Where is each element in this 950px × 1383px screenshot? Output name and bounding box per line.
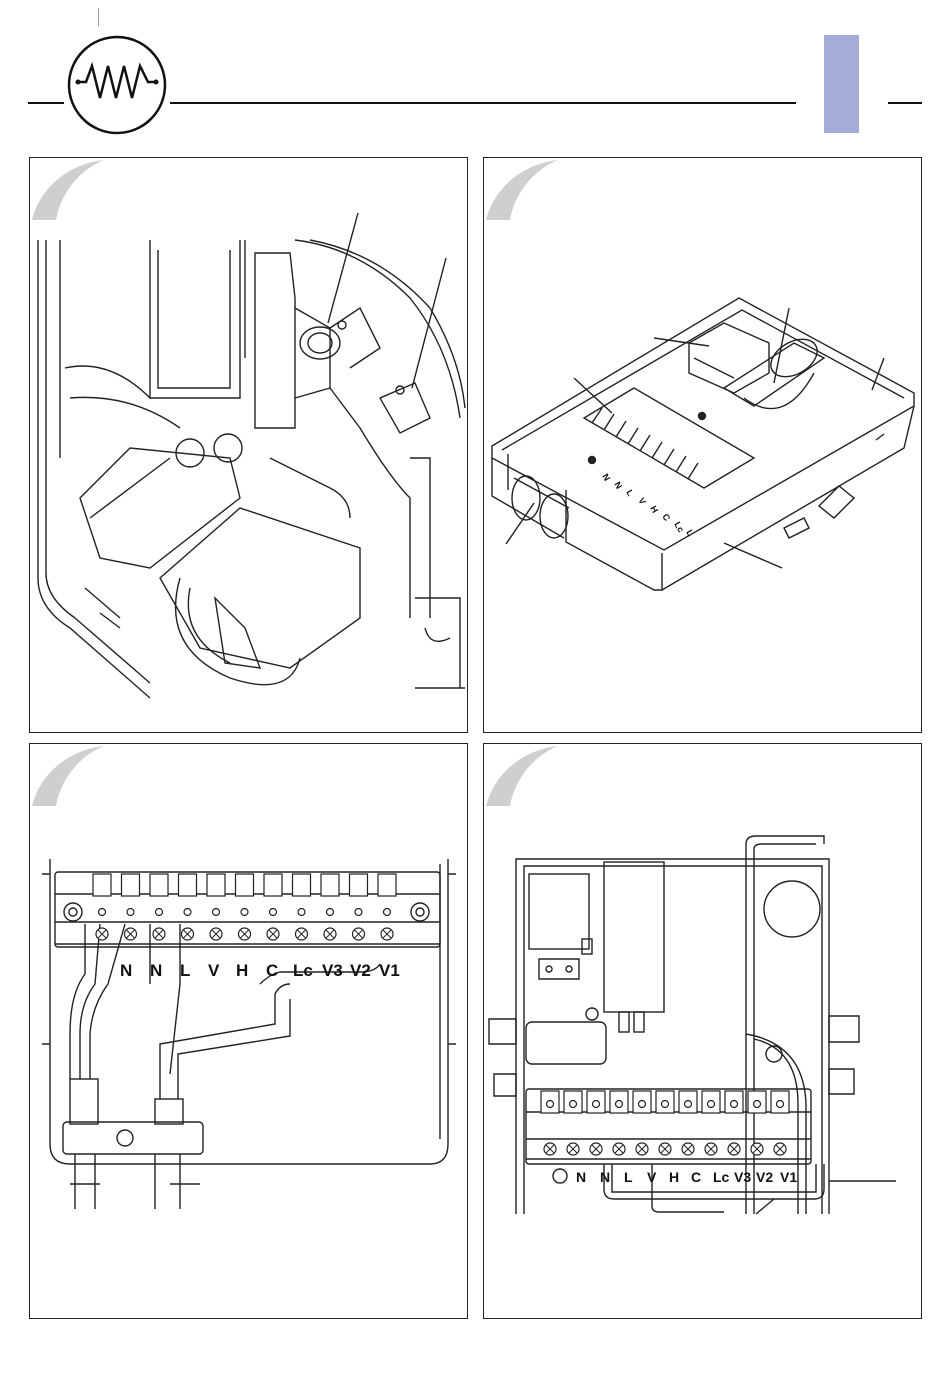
- terminal-screw-icon: [774, 1143, 786, 1155]
- terminal-tab: [179, 874, 197, 896]
- terminal-label: V3: [734, 1169, 751, 1185]
- terminal-screw-icon: [96, 928, 108, 940]
- terminal-hole: [99, 909, 106, 916]
- terminal-hole: [184, 909, 191, 916]
- terminal-screw-icon: [544, 1143, 556, 1155]
- terminal-screw-icon: [567, 1143, 579, 1155]
- terminal-screw-icon: [636, 1143, 648, 1155]
- terminal-screw-icon: [659, 1143, 671, 1155]
- terminal-label: C: [266, 961, 278, 980]
- terminal-hole: [616, 1101, 623, 1108]
- terminal-label: N: [600, 472, 612, 483]
- terminal-label: V: [208, 961, 220, 980]
- terminal-hole: [708, 1101, 715, 1108]
- terminal-screw-icon: [613, 1143, 625, 1155]
- terminal-screw-icon: [324, 928, 336, 940]
- page-curl-icon: [486, 746, 558, 806]
- terminal-hole: [298, 909, 305, 916]
- ground-symbol-icon: [553, 1169, 567, 1183]
- heating-resistor-icon: [62, 30, 172, 140]
- page-curl-icon: [486, 160, 558, 220]
- terminal-hole: [593, 1101, 600, 1108]
- terminal-hole: [570, 1101, 577, 1108]
- figure-panel-3: N N L V H C Lc V3 V2 V1: [29, 743, 468, 1319]
- terminal-hole: [156, 909, 163, 916]
- terminal-screw-icon: [239, 928, 251, 940]
- terminal-tab: [207, 874, 225, 896]
- terminal-tab: [350, 874, 368, 896]
- terminal-screw-icon: [182, 928, 194, 940]
- terminal-hole: [384, 909, 391, 916]
- terminal-label: C: [691, 1169, 701, 1185]
- terminal-hole: [270, 909, 277, 916]
- terminal-screw-icon: [728, 1143, 740, 1155]
- terminal-hole: [731, 1101, 738, 1108]
- terminal-screw-icon: [705, 1143, 717, 1155]
- terminal-tab: [122, 874, 140, 896]
- page-curl-icon: [32, 746, 104, 806]
- terminal-screw-icon: [381, 928, 393, 940]
- terminal-label: Lc: [293, 961, 313, 980]
- header-rule-main: [170, 102, 796, 104]
- terminal-screw-icon: [153, 928, 165, 940]
- terminal-hole: [547, 1101, 554, 1108]
- terminal-label: L: [180, 961, 190, 980]
- terminal-label: V2: [350, 961, 371, 980]
- terminal-label: N: [150, 961, 162, 980]
- terminal-label: N: [120, 961, 132, 980]
- terminal-label: N: [576, 1169, 586, 1185]
- terminal-label: V1: [379, 961, 400, 980]
- terminal-label: V: [647, 1169, 657, 1185]
- header-rule-right: [888, 102, 922, 104]
- terminal-screw-icon: [296, 928, 308, 940]
- terminal-hole: [777, 1101, 784, 1108]
- terminal-hole: [127, 909, 134, 916]
- terminal-hole: [213, 909, 220, 916]
- terminal-screw-icon: [353, 928, 365, 940]
- terminal-screw-icon: [125, 928, 137, 940]
- terminal-hole: [662, 1101, 669, 1108]
- terminal-screw-icon: [267, 928, 279, 940]
- header-tick-mark: [98, 8, 99, 26]
- terminal-label: V: [636, 496, 648, 506]
- terminal-hole: [639, 1101, 646, 1108]
- terminal-tab: [378, 874, 396, 896]
- terminal-tab: [321, 874, 339, 896]
- terminal-label: C: [660, 512, 672, 523]
- terminal-label: V2: [756, 1169, 773, 1185]
- figure-panel-4: N N L V H C Lc V3 V2 V1: [483, 743, 922, 1319]
- terminal-label: L: [624, 1169, 633, 1185]
- terminal-label: V3: [322, 961, 343, 980]
- terminal-hole: [754, 1101, 761, 1108]
- terminal-screw-icon: [210, 928, 222, 940]
- terminal-label: N: [612, 480, 624, 491]
- terminal-tab: [293, 874, 311, 896]
- terminal-label: N: [600, 1169, 610, 1185]
- terminal-screw-icon: [682, 1143, 694, 1155]
- terminal-hole: [327, 909, 334, 916]
- terminal-tab: [150, 874, 168, 896]
- terminal-label: L: [624, 488, 636, 498]
- terminal-hole: [241, 909, 248, 916]
- section-color-tab: [824, 35, 859, 133]
- page-curl-icon: [32, 160, 104, 220]
- terminal-label: Lc: [713, 1169, 730, 1185]
- terminal-label: H: [669, 1169, 679, 1185]
- terminal-tab: [264, 874, 282, 896]
- terminal-screw-icon: [751, 1143, 763, 1155]
- terminal-label: H: [648, 504, 660, 515]
- terminal-hole: [685, 1101, 692, 1108]
- figure-panel-2: N N L V H C Lc L: [483, 157, 922, 733]
- figure-panel-1: [29, 157, 468, 733]
- header-rule-left: [28, 102, 64, 104]
- terminal-tab: [93, 874, 111, 896]
- terminal-hole: [355, 909, 362, 916]
- terminal-tab: [236, 874, 254, 896]
- terminal-screw-icon: [590, 1143, 602, 1155]
- terminal-label: H: [236, 961, 248, 980]
- terminal-label: V1: [780, 1169, 797, 1185]
